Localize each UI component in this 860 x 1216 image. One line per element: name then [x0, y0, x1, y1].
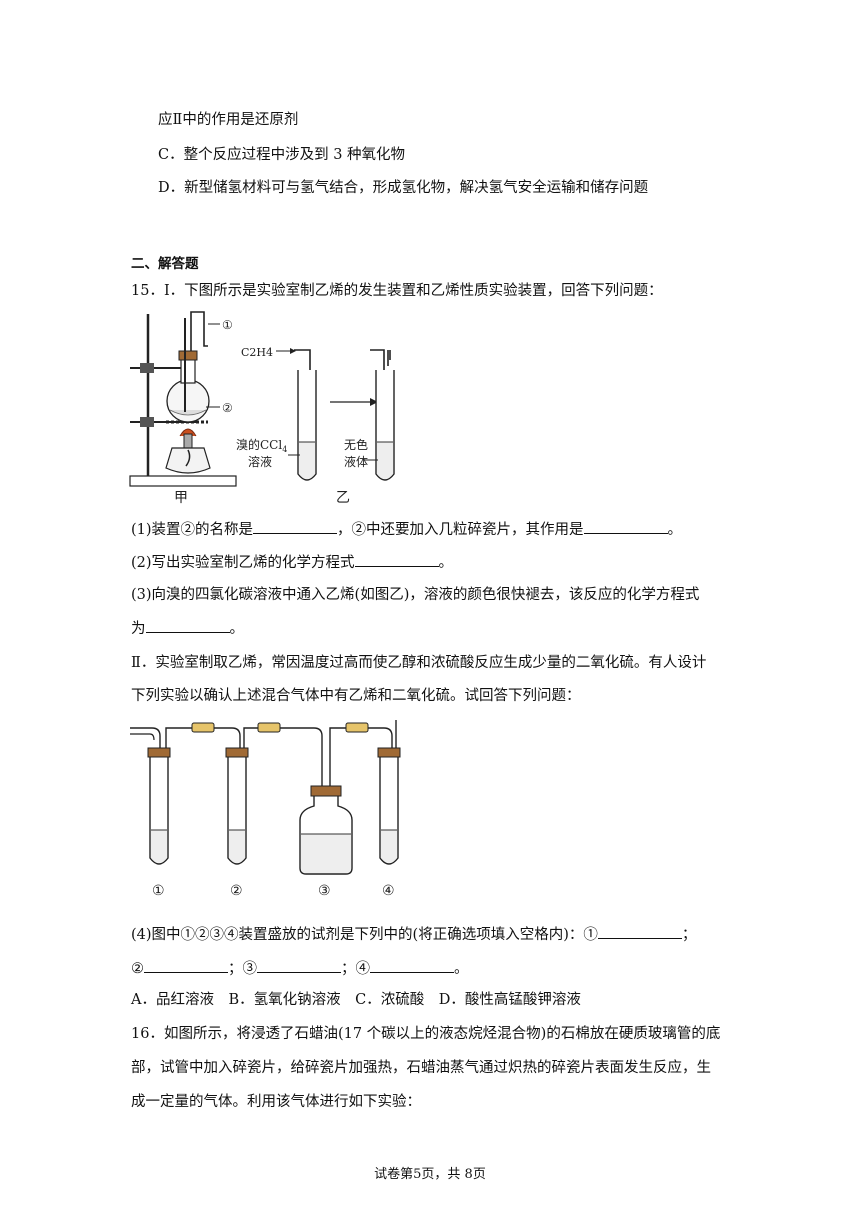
q15-sub1: (1)装置②的名称是，②中还要加入几粒碎瓷片，其作用是。: [131, 519, 682, 540]
q15-sub4-line2: ②；③；④。: [131, 958, 469, 979]
blank-4-1[interactable]: [597, 924, 682, 939]
option-c: C．整个反应过程中涉及到 3 种氧化物: [158, 147, 406, 163]
gas-label: C2H4: [241, 346, 273, 359]
q15-sub2: (2)写出实验室制乙烯的化学方程式。: [131, 552, 453, 573]
reagent-line2: 溶液: [248, 454, 272, 469]
result-line1: 无色: [344, 438, 368, 452]
q15-sub4-line1: (4)图中①②③④装置盛放的试剂是下列中的(将正确选项填入空格内)：①；: [131, 924, 696, 945]
blank-4-4[interactable]: [370, 958, 454, 973]
section-title: 二、解答题: [131, 256, 199, 272]
blank-1b[interactable]: [583, 519, 668, 534]
result-line2: 液体: [344, 454, 368, 469]
gas-washing-figure: ① ② ③ ④: [130, 720, 401, 899]
blank-4-2[interactable]: [144, 958, 228, 973]
q15-sub3-line2: 为。: [131, 618, 244, 639]
reagent-line1: 溴的CCl4: [236, 437, 287, 454]
q16-line1: 16．如图所示，将浸透了石蜡油(17 个碳以上的液态烷烃混合物)的石棉放在硬质玻…: [131, 1026, 721, 1042]
device-label-4: ④: [382, 883, 395, 899]
q15-sub3-line1: (3)向溴的四氯化碳溶液中通入乙烯(如图乙)，溶液的颜色很快褪去，该反应的化学方…: [131, 587, 700, 603]
q15-choices: A．品红溶液 B．氢氧化钠溶液 C．浓硫酸 D．酸性高锰酸钾溶液: [131, 992, 581, 1008]
option-b-continued: 应Ⅱ中的作用是还原剂: [158, 112, 299, 128]
option-d: D．新型储氢材料可与氢气结合，形成氢化物，解决氢气安全运输和储存问题: [158, 180, 649, 196]
label-2: ②: [222, 401, 233, 415]
device-label-1: ①: [152, 883, 165, 899]
label-1: ①: [222, 318, 233, 332]
blank-1a[interactable]: [253, 519, 338, 534]
blank-2[interactable]: [354, 552, 439, 567]
blank-4-3[interactable]: [257, 958, 341, 973]
device-label-2: ②: [230, 883, 243, 899]
q16-line2: 部，试管中加入碎瓷片，给碎瓷片加强热，石蜡油蒸气通过炽热的碎瓷片表面发生反应，生: [131, 1060, 711, 1076]
caption-jia: 甲: [174, 490, 188, 506]
q15-part2-line1: Ⅱ．实验室制取乙烯，常因温度过高而使乙醇和浓硫酸反应生成少量的二氧化硫。有人设计: [131, 655, 707, 671]
page-footer: 试卷第5页，共 8页: [374, 1167, 486, 1182]
q15-part2-line2: 下列实验以确认上述混合气体中有乙烯和二氧化硫。试回答下列问题：: [131, 688, 581, 704]
q15-intro: 15．Ⅰ．下图所示是实验室制乙烯的发生装置和乙烯性质实验装置，回答下列问题：: [131, 283, 663, 299]
device-label-3: ③: [318, 883, 331, 899]
caption-yi: 乙: [336, 490, 350, 506]
blank-3[interactable]: [145, 618, 230, 633]
ethylene-apparatus-figure: ① ② 甲 C2H4 溴的CCl4 溶液 无色 液体 乙: [129, 311, 395, 506]
q16-line3: 成一定量的气体。利用该气体进行如下实验：: [131, 1094, 421, 1110]
